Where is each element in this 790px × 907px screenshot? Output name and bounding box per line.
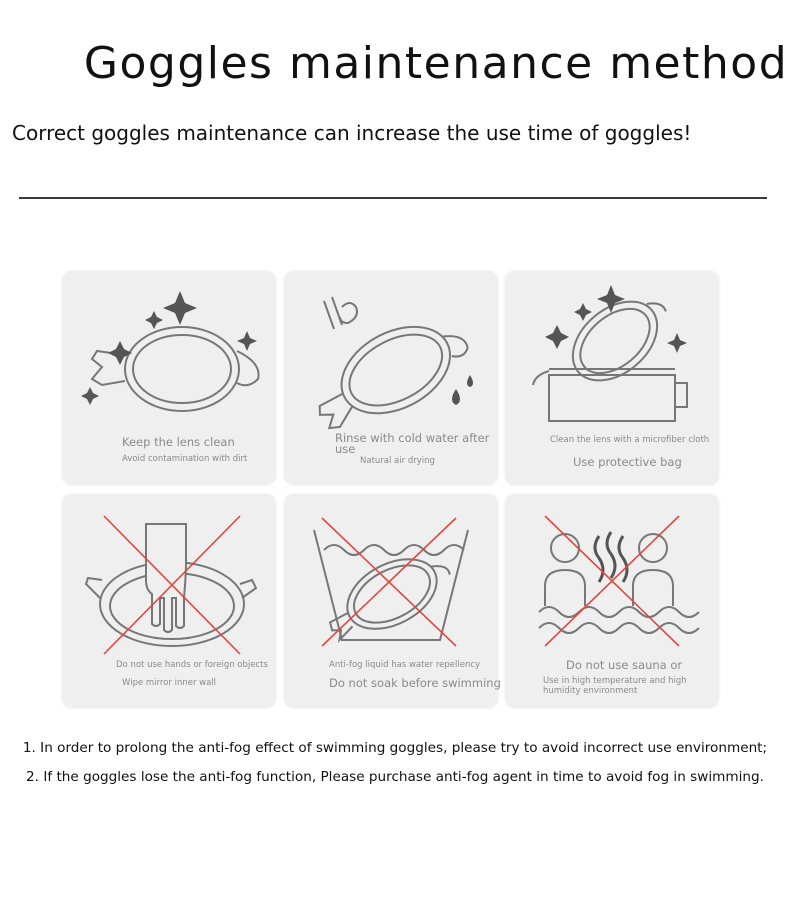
page-subtitle: Correct goggles maintenance can increase… xyxy=(12,121,692,145)
goggles-bag-icon xyxy=(532,285,688,422)
card-caption-primary: Do not use sauna or xyxy=(566,658,683,672)
card-caption-secondary: Natural air drying xyxy=(360,456,435,466)
card-caption-primary: Clean the lens with a microfiber cloth xyxy=(550,435,710,445)
card-caption-secondary: Use in high temperature and high humidit… xyxy=(543,676,687,696)
card-caption-secondary: Use protective bag xyxy=(573,455,682,469)
goggles-sparkle-icon xyxy=(81,291,260,412)
card-caption-primary: Do not use hands or foreign objects xyxy=(116,660,268,670)
card-caption-secondary: Do not soak before swimming xyxy=(329,676,501,690)
card-no-sauna: Do not use sauna or Use in high temperat… xyxy=(505,494,719,708)
note-2: 2. If the goggles lose the anti-fog func… xyxy=(26,769,764,785)
page-title: Goggles maintenance method xyxy=(83,38,789,89)
note-1: 1. In order to prolong the anti-fog effe… xyxy=(22,740,768,756)
no-hand-wipe-icon xyxy=(84,515,258,655)
card-keep-lens-clean: Keep the lens clean Avoid contamination … xyxy=(62,271,276,485)
card-caption-primary: Rinse with cold water after use xyxy=(335,431,490,456)
card-rinse-cold-water: Rinse with cold water after use Natural … xyxy=(284,271,498,485)
divider xyxy=(19,197,767,199)
card-caption-primary: Anti-fog liquid has water repellency xyxy=(329,660,481,670)
card-caption-secondary: Avoid contamination with dirt xyxy=(122,454,248,464)
no-soak-icon xyxy=(313,517,469,647)
card-no-soak: Anti-fog liquid has water repellency Do … xyxy=(284,494,501,708)
card-caption-secondary: Wipe mirror inner wall xyxy=(122,678,217,688)
no-sauna-icon xyxy=(538,515,700,647)
maintenance-grid: Keep the lens clean Avoid contamination … xyxy=(62,271,720,709)
card-no-hand-wipe: Do not use hands or foreign objects Wipe… xyxy=(62,494,276,708)
card-caption-primary: Keep the lens clean xyxy=(122,435,235,449)
goggles-rinse-icon xyxy=(318,296,473,430)
card-protective-bag: Clean the lens with a microfiber cloth U… xyxy=(505,271,719,485)
